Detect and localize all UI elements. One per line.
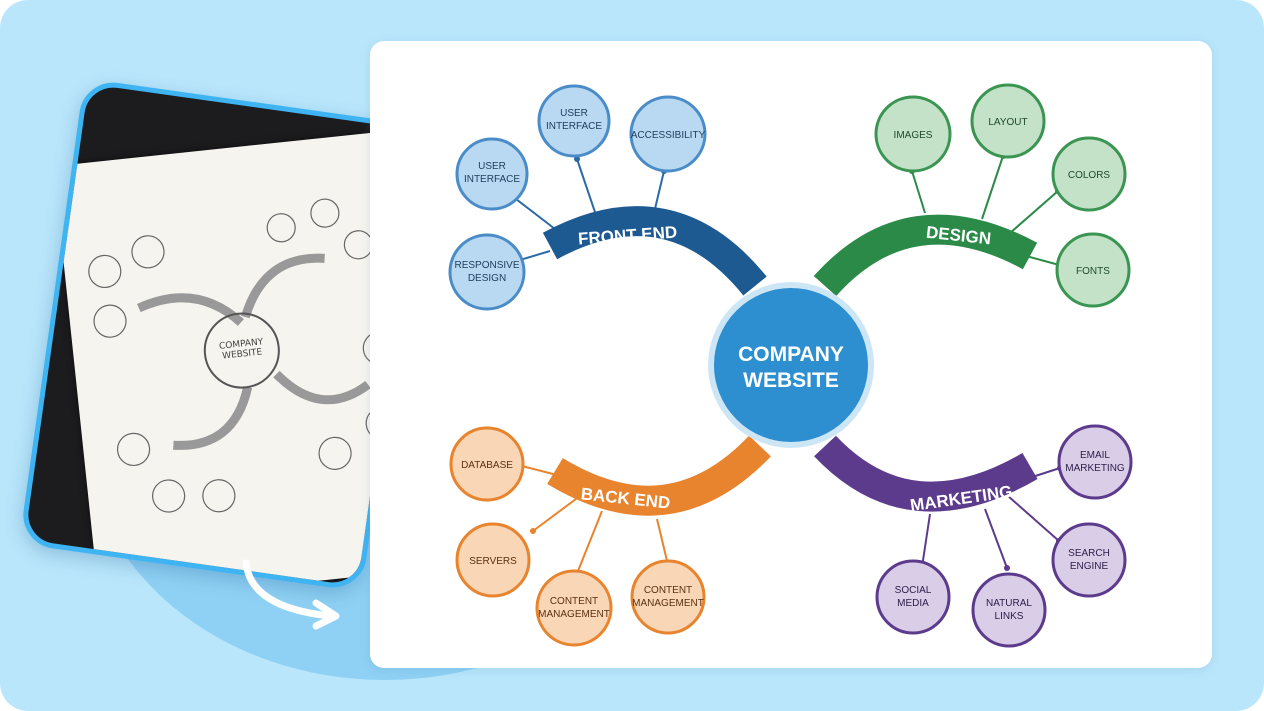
node-text: MANAGEMENT xyxy=(632,598,704,609)
arc-design xyxy=(813,214,1038,297)
node-text: MARKETING xyxy=(1065,463,1125,474)
center-line2: WEBSITE xyxy=(743,369,839,392)
node-text: COLORS xyxy=(1068,170,1111,181)
node-text: LAYOUT xyxy=(988,117,1027,128)
node-layout: LAYOUT xyxy=(970,83,1046,159)
node-images: IMAGES xyxy=(874,95,952,173)
node-social-media: SOCIAL MEDIA xyxy=(875,559,951,635)
node-user-interface-2: USER INTERFACE xyxy=(537,84,611,158)
node-text: CONTENT xyxy=(550,596,598,607)
node-text: DATABASE xyxy=(461,460,513,471)
mind-map: FRONT END DESIGN BACK END MARKETING COMP… xyxy=(448,83,1133,648)
node-text: INTERFACE xyxy=(464,174,520,185)
arc-front-end xyxy=(542,206,767,296)
node-text: MANAGEMENT xyxy=(538,609,610,620)
node-text: MEDIA xyxy=(897,598,929,609)
node-content-management-1: CONTENT MANAGEMENT xyxy=(535,569,613,647)
node-text: EMAIL xyxy=(1080,450,1110,461)
node-text: NATURAL xyxy=(986,598,1032,609)
node-text: FONTS xyxy=(1076,266,1110,277)
center-node xyxy=(708,282,874,448)
node-responsive-design: RESPONSIVE DESIGN xyxy=(448,233,526,311)
node-content-management-2: CONTENT MANAGEMENT xyxy=(630,559,706,635)
node-text: RESPONSIVE xyxy=(454,260,519,271)
node-text: USER xyxy=(478,161,506,172)
node-servers: SERVERS xyxy=(455,522,531,598)
node-text: ACCESSIBILITY xyxy=(631,130,706,141)
node-accessibility: ACCESSIBILITY xyxy=(629,95,707,173)
node-natural-links: NATURAL LINKS xyxy=(971,572,1047,648)
curved-arrow-icon xyxy=(242,559,340,630)
node-text: INTERFACE xyxy=(546,121,602,132)
node-email-marketing: EMAIL MARKETING xyxy=(1057,424,1133,500)
node-text: LINKS xyxy=(995,611,1024,622)
diagram-card: FRONT END DESIGN BACK END MARKETING COMP… xyxy=(370,41,1212,668)
node-text: SOCIAL xyxy=(895,585,932,596)
node-text: IMAGES xyxy=(894,130,933,141)
arc-marketing xyxy=(814,435,1038,512)
node-fonts: FONTS xyxy=(1055,232,1131,308)
node-text: ENGINE xyxy=(1070,561,1109,572)
node-text: USER xyxy=(560,108,588,119)
node-search-engine: SEARCH ENGINE xyxy=(1051,522,1127,598)
arc-back-end xyxy=(547,435,771,516)
node-colors: COLORS xyxy=(1051,136,1127,212)
node-text: SERVERS xyxy=(469,556,517,567)
node-database: DATABASE xyxy=(449,426,525,502)
node-text: CONTENT xyxy=(644,585,692,596)
center-line1: COMPANY xyxy=(738,343,844,366)
node-user-interface-1: USER INTERFACE xyxy=(455,137,529,211)
node-text: DESIGN xyxy=(468,273,506,284)
node-text: SEARCH xyxy=(1068,548,1110,559)
